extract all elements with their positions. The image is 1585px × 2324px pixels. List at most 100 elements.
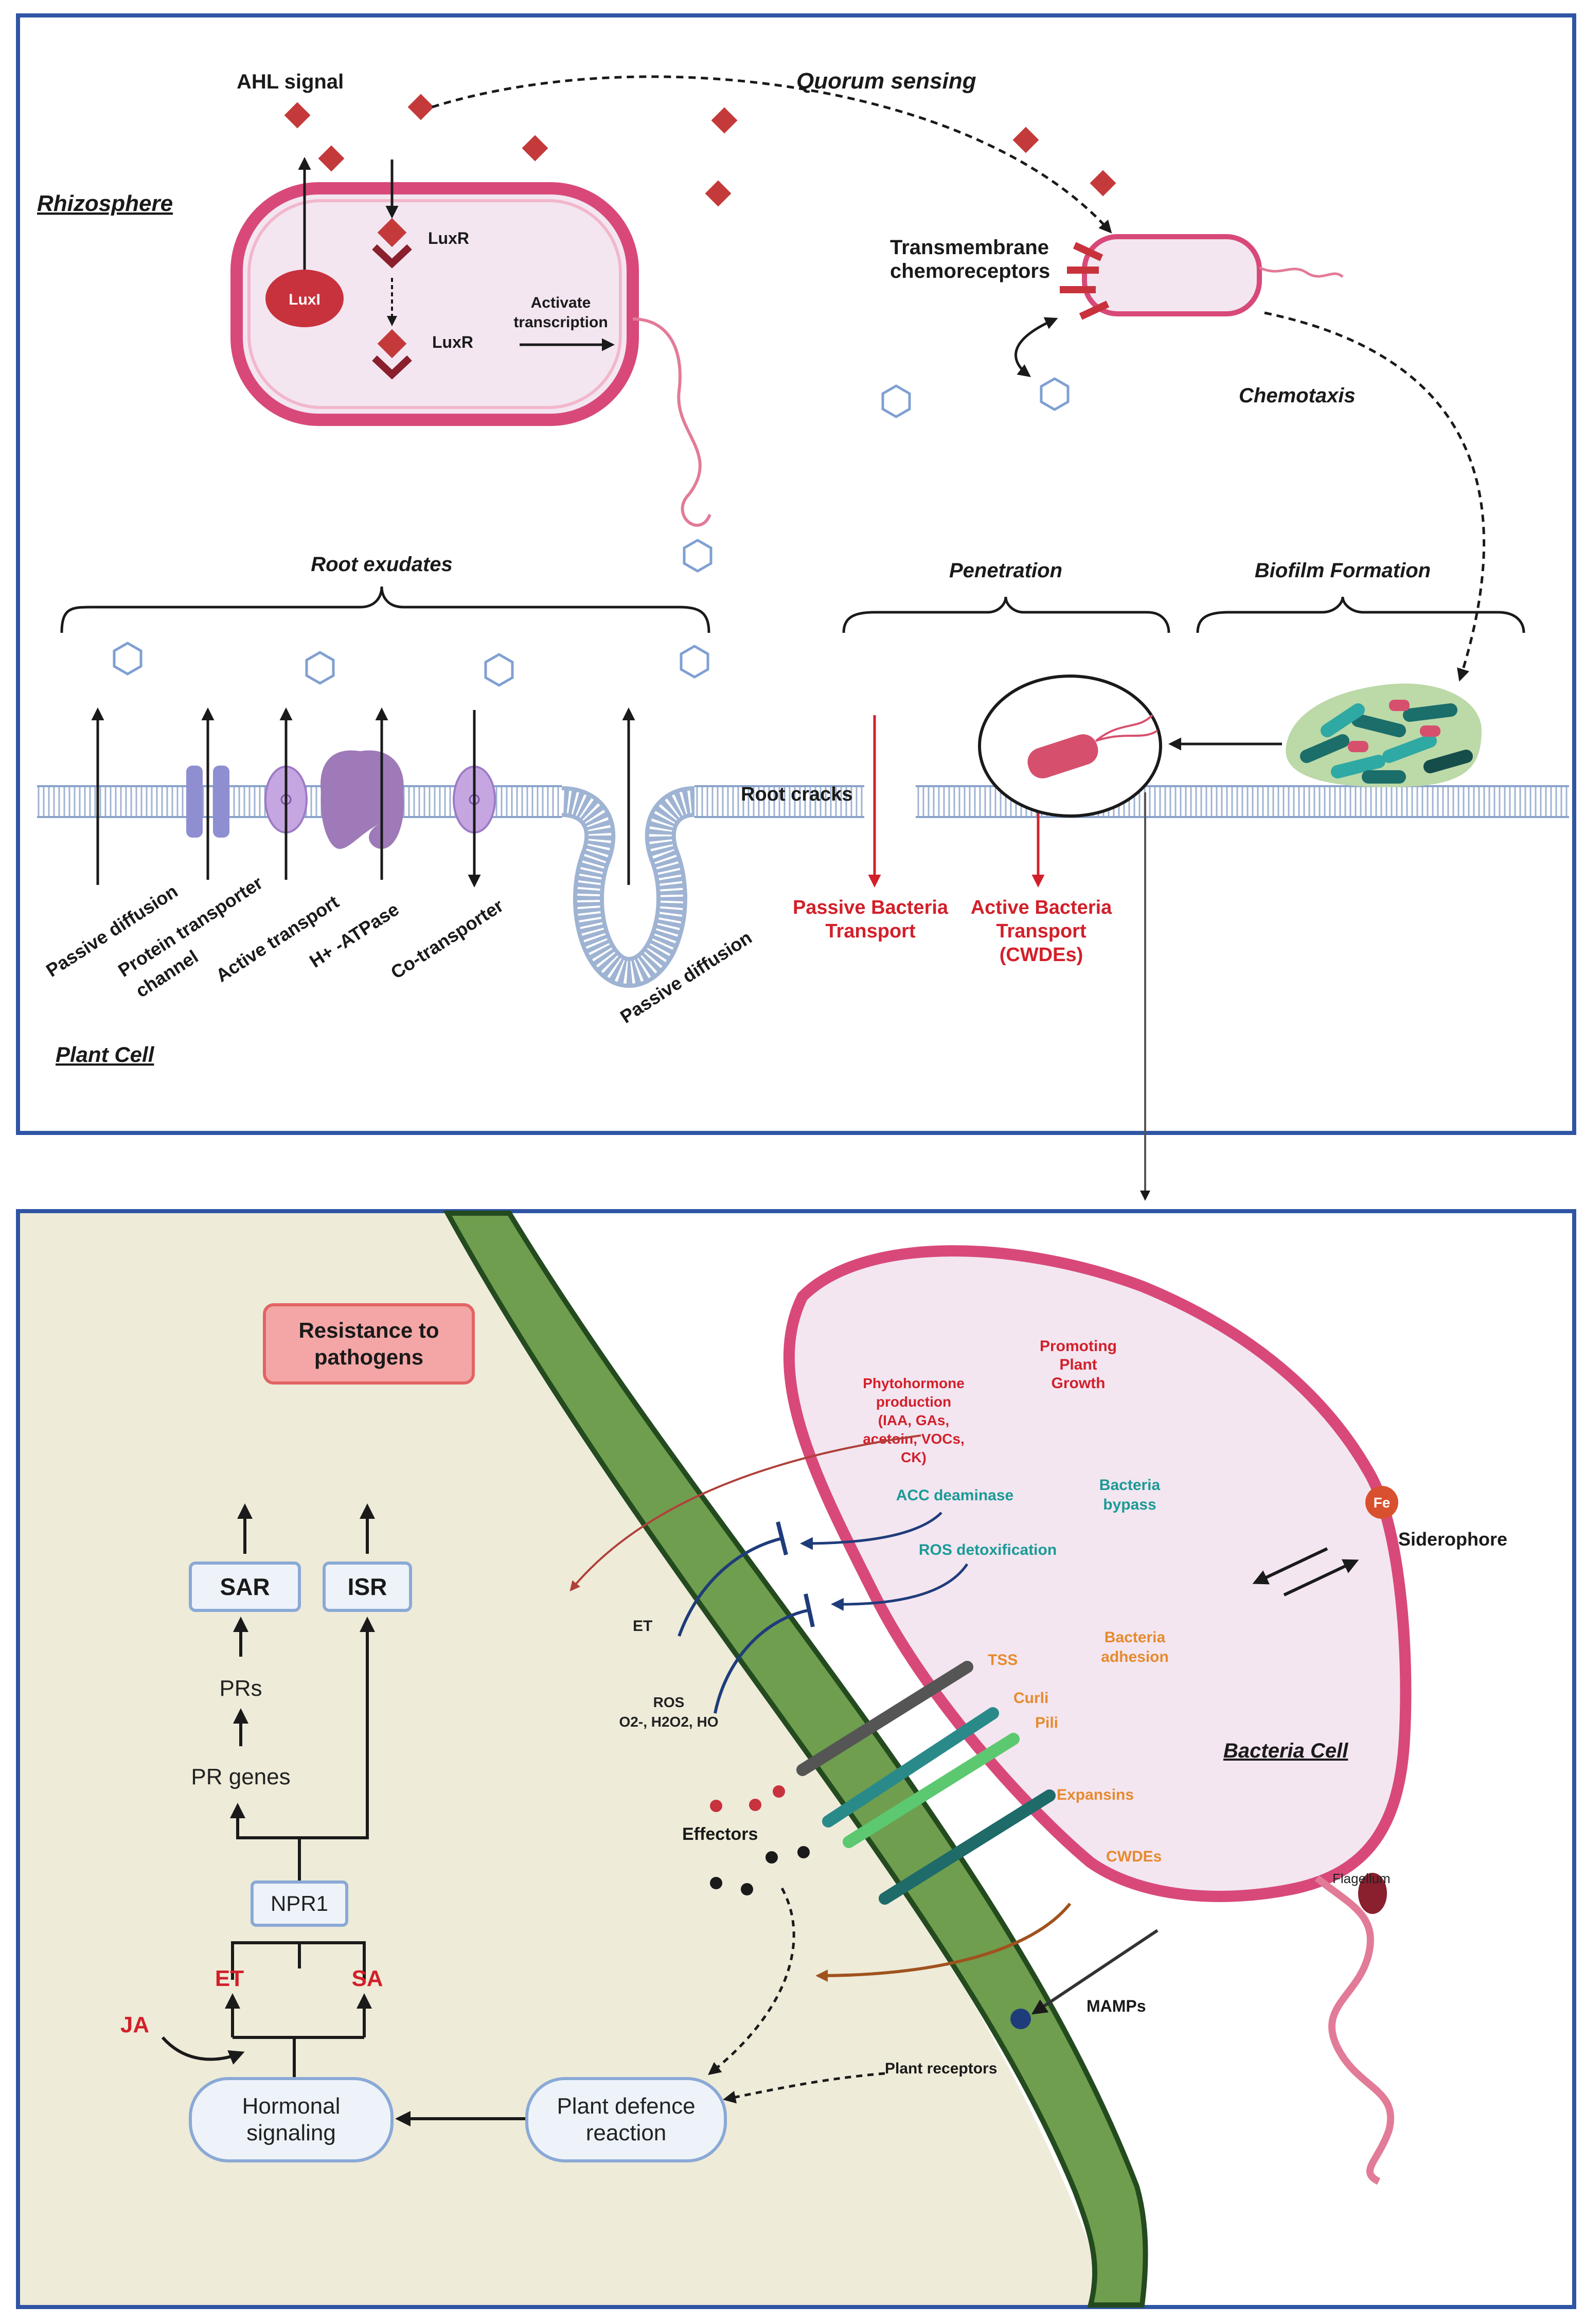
activate-label-1: Activate	[531, 294, 591, 311]
effectors-label: Effectors	[682, 1824, 758, 1844]
tss-label: TSS	[988, 1652, 1018, 1669]
promoting-label-3: Growth	[1052, 1375, 1106, 1392]
resistance-label-2: pathogens	[314, 1345, 423, 1369]
resistance-label-1: Resistance to	[298, 1318, 439, 1342]
ros-block-bar	[804, 1593, 815, 1627]
promoting-label-2: Plant	[1059, 1356, 1097, 1373]
ja-to-et-arrow	[161, 2036, 245, 2065]
prs-label: PRs	[219, 1676, 262, 1701]
mamps-arrow	[1031, 1929, 1159, 2015]
siderophore-in-arrow	[1252, 1547, 1328, 1585]
plant-cell-wall	[443, 1211, 1148, 2308]
quorum-sensing-label: Quorum sensing	[796, 68, 976, 94]
ros-curve	[714, 1609, 808, 1714]
flagellum-tail	[1314, 1875, 1395, 2185]
isr-box	[323, 1562, 412, 1612]
npr1-box	[251, 1881, 348, 1927]
phytohormone-label-4: acetoin, VOCs,	[863, 1431, 965, 1447]
passive-bacteria-label-2: Transport	[825, 920, 916, 942]
siderophore-out-arrow	[1283, 1559, 1359, 1596]
chemotaxis-arrow	[1264, 311, 1486, 682]
phytohormone-label-5: CK)	[901, 1449, 927, 1465]
chemoreceptors-label-2: chemoreceptors	[890, 260, 1050, 282]
isr-label: ISR	[348, 1573, 387, 1600]
hormonal-label-1: Hormonal	[242, 2094, 341, 2119]
quorum-sensing-arrow	[432, 75, 1112, 234]
chemotaxis-bacterium	[1060, 234, 1344, 320]
defence-label-2: reaction	[586, 2120, 667, 2145]
promoting-label-1: Promoting	[1040, 1338, 1117, 1355]
quorum-bacterium: LuxI LuxR LuxR Activate transcription	[230, 157, 711, 527]
ros-detox-arrow	[831, 1563, 969, 1611]
npr1-branch-line	[231, 1941, 301, 1980]
penetration-label: Penetration	[949, 559, 1062, 582]
fe-icon	[1365, 1486, 1398, 1519]
effector-molecules	[710, 1785, 810, 1895]
chemotaxis-label: Chemotaxis	[1239, 384, 1356, 407]
biofilm-cluster	[1286, 683, 1482, 787]
hormonal-label-2: signaling	[246, 2120, 336, 2145]
ros-label-2: O2-, H2O2, HO	[619, 1714, 719, 1730]
luxr-label-2: LuxR	[432, 333, 473, 351]
plant-cell-label: Plant Cell	[56, 1042, 155, 1067]
bacteria-bypass-label-2: bypass	[1103, 1496, 1156, 1513]
plant-defence-box	[525, 2077, 727, 2162]
active-bacteria-label-1: Active Bacteria	[971, 897, 1112, 918]
acc-deaminase-label: ACC deaminase	[896, 1487, 1013, 1504]
active-bacteria-label-2: Transport	[996, 920, 1087, 942]
ahl-signal-label: AHL signal	[237, 70, 344, 93]
fe-label: Fe	[1374, 1495, 1391, 1511]
mamps-label: MAMPs	[1087, 1997, 1146, 2015]
root-exudate-molecules	[113, 377, 1070, 687]
pr-genes-label: PR genes	[191, 1764, 290, 1789]
chemoreceptor-exchange-arrow	[1014, 317, 1058, 378]
bacteria-adhesion-label-2: adhesion	[1101, 1648, 1169, 1665]
cwdes-arrow	[815, 1903, 1072, 1982]
membrane-transporters	[91, 707, 635, 888]
root-exudates-brace	[60, 586, 710, 633]
et-curve	[678, 1537, 782, 1637]
sa-label: SA	[351, 1966, 383, 1991]
biofilm-label: Biofilm Formation	[1255, 559, 1431, 582]
root-exudates-label: Root exudates	[311, 553, 453, 576]
cwdes-label: CWDEs	[1106, 1848, 1162, 1865]
phytohormone-label-2: production	[876, 1394, 951, 1410]
flagellum-motor	[1358, 1873, 1387, 1914]
sar-box	[189, 1562, 301, 1612]
luxi-label: LuxI	[289, 291, 320, 308]
penetration-brace	[842, 596, 1170, 633]
root-cracks-label: Root cracks	[741, 784, 853, 805]
acc-deaminase-arrow	[800, 1512, 942, 1550]
npr1-branch-line-right	[299, 1941, 366, 1980]
zoom-circle	[978, 675, 1162, 818]
resistance-box	[263, 1303, 475, 1385]
npr1-to-prgenes-arrow	[230, 1803, 301, 1882]
luxr-label-1: LuxR	[428, 229, 469, 247]
phytohormone-arrow	[569, 1434, 921, 1592]
flagellum-label: Flagellum	[1332, 1871, 1391, 1886]
biofilm-brace	[1196, 596, 1525, 633]
bacteria-adhesion-label-1: Bacteria	[1105, 1629, 1166, 1646]
npr1-label: NPR1	[271, 1891, 328, 1915]
phytohormone-label-1: Phytohormone	[863, 1375, 965, 1391]
passive-bacteria-label-1: Passive Bacteria	[793, 897, 949, 918]
phytohormone-label-3: (IAA, GAs,	[878, 1412, 949, 1428]
plant-receptor-icon	[1010, 2009, 1031, 2029]
hormonal-signaling-box	[189, 2077, 394, 2162]
activate-label-2: transcription	[513, 314, 608, 331]
rhizosphere-label: Rhizosphere	[37, 191, 173, 216]
siderophore-label: Siderophore	[1398, 1529, 1507, 1550]
bacteria-cell-label: Bacteria Cell	[1223, 1740, 1348, 1762]
pili-label: Pili	[1035, 1714, 1058, 1731]
et-block-bar	[776, 1521, 788, 1555]
active-bacteria-label-3: (CWDEs)	[1000, 944, 1083, 966]
ja-label: JA	[120, 2012, 149, 2037]
bacteria-cell-body	[783, 1245, 1412, 1902]
ros-detoxification-label: ROS detoxification	[919, 1541, 1057, 1558]
plant-cytoplasm	[20, 1213, 1111, 2305]
et-small-label: ET	[633, 1618, 652, 1635]
defence-label-1: Plant defence	[557, 2094, 695, 2119]
effectors-to-defence-arrow	[708, 1887, 795, 2075]
